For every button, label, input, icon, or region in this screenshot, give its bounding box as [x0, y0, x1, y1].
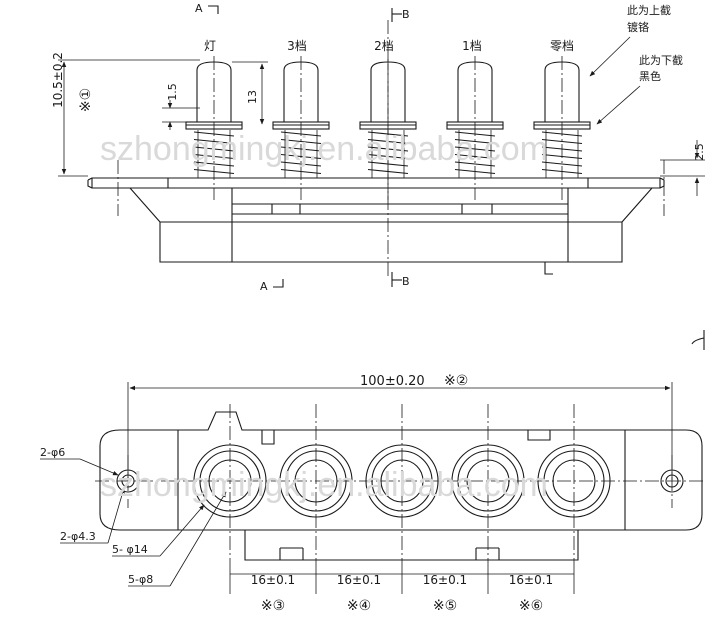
- pitch-dimensions: 16±0.1 16±0.1 16±0.1 16±0.1 ※③ ※④ ※⑤ ※⑥: [229, 566, 575, 614]
- buttons-plan: [193, 404, 611, 566]
- label-holes-8: 5-φ8: [128, 573, 153, 586]
- watermark-top: szhongmingkj.en.alibaba.com: [100, 130, 548, 168]
- button-label-3: 3档: [287, 39, 307, 53]
- button-label-light: 灯: [204, 39, 216, 53]
- watermarks: szhongmingkj.en.alibaba.com szhongmingkj…: [100, 130, 548, 504]
- pitch-label-1: 16±0.1: [251, 573, 295, 587]
- front-view: A A B B 灯 3档 2档 1档 零档 此为上截 镀铬 此为下截 黑色: [51, 2, 706, 293]
- note-upper-line2: 镀铬: [627, 20, 649, 34]
- pitch-label-3: 16±0.1: [423, 573, 467, 587]
- pitch-label-4: 16±0.1: [509, 573, 553, 587]
- watermark-bottom: szhongmingkj.en.alibaba.com: [100, 466, 548, 504]
- section-a-bottom-marker: A: [260, 279, 284, 293]
- section-b-top-label: B: [402, 8, 410, 21]
- mark-2: ※②: [444, 373, 468, 389]
- dim-total-height: 10.5±0.2: [51, 52, 65, 108]
- button-hole-0: [193, 404, 267, 566]
- button-front-1: [272, 56, 330, 200]
- button-label-1: 1档: [462, 39, 482, 53]
- label-holes-14: 5- φ14: [112, 543, 148, 556]
- buttons-front: [185, 56, 591, 200]
- note-lower-line1: 此为下截: [639, 53, 683, 67]
- button-front-3: [446, 56, 504, 200]
- note-upper-leader: [589, 36, 631, 77]
- section-b-bottom-marker: B: [391, 272, 410, 288]
- button-label-0: 零档: [550, 39, 574, 53]
- base-plate: [87, 177, 665, 275]
- button-front-0: [185, 56, 243, 200]
- button-front-4: [533, 56, 591, 200]
- label-holes-6: 2-φ6: [40, 446, 65, 459]
- edge-mark: [691, 330, 705, 350]
- dim-right: 2.5: [693, 143, 706, 161]
- dim-cap-height: 13: [246, 90, 259, 104]
- dim-overall: 100±0.20: [360, 374, 425, 389]
- section-a-top-label: A: [195, 2, 203, 15]
- pitch-mark-4: ※④: [347, 598, 371, 614]
- pitch-mark-6: ※⑥: [519, 598, 543, 614]
- section-b-top-marker: B: [391, 8, 410, 22]
- mount-hole-right-outer: [660, 469, 684, 493]
- pitch-mark-5: ※⑤: [433, 598, 457, 614]
- pitch-mark-3: ※③: [261, 598, 285, 614]
- button-hole-4: [537, 404, 611, 566]
- button-label-2: 2档: [374, 39, 394, 53]
- pitch-label-2: 16±0.1: [337, 573, 381, 587]
- section-a-top-marker: A: [195, 2, 219, 15]
- note-lower-line2: 黑色: [639, 69, 661, 83]
- note-upper-line1: 此为上截: [627, 3, 671, 17]
- button-hole-2: [365, 404, 439, 566]
- button-hole-1: [279, 404, 353, 566]
- label-holes-43: 2-φ4.3: [60, 530, 96, 543]
- plan-view: 100±0.20 ※② 2-φ6 2-φ4.3 5- φ14 5-φ8: [40, 330, 705, 614]
- mark-1: ※①: [78, 88, 94, 112]
- button-hole-3: [451, 404, 525, 566]
- note-lower-leader: [596, 85, 641, 125]
- plate-outline: [99, 411, 703, 531]
- dim-upper-cap: 1.5: [166, 83, 179, 101]
- section-a-bottom-label: A: [260, 280, 268, 293]
- section-b-bottom-label: B: [402, 275, 410, 288]
